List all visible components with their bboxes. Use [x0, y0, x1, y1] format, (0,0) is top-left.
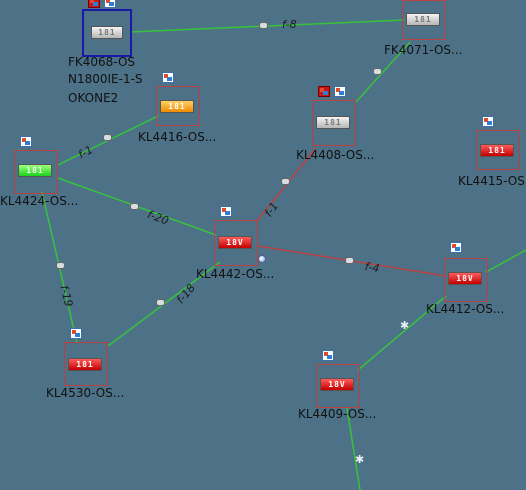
- node-label-kl4412: KL4412-OS...: [426, 302, 505, 316]
- node-label-kl4409: KL4409-OS...: [298, 407, 377, 421]
- node-label-kl4442: KL4442-OS...: [196, 267, 275, 281]
- node-frame: [476, 130, 520, 170]
- link-chip-kl4408-fk4071[interactable]: [373, 68, 382, 75]
- status-icon: [70, 328, 82, 339]
- alarm-icon: [88, 0, 100, 8]
- link-label-f8: f-8: [282, 18, 297, 31]
- node-label-kl4530: KL4530-OS...: [46, 386, 125, 400]
- node-label-kl4424: KL4424-OS...: [0, 194, 79, 208]
- device-icon: 181: [406, 13, 440, 26]
- link-kl4442-kl4408[interactable]: [255, 147, 317, 223]
- link-kl4409-down[interactable]: [346, 407, 361, 490]
- device-icon: 181: [18, 164, 52, 177]
- status-icon: [482, 116, 494, 127]
- link-chip-f8[interactable]: [259, 22, 268, 29]
- node-label-fk4068-1: FK4068-OS: [68, 55, 136, 69]
- status-icon: [322, 350, 334, 361]
- node-frame: [156, 86, 200, 126]
- status-icon: [334, 86, 346, 97]
- node-label-fk4068-3: OKONE2: [68, 91, 119, 105]
- node-label-fk4068-2: N1800IE-1-S: [68, 72, 143, 86]
- node-label-kl4415: KL4415-OS: [458, 174, 525, 188]
- status-icon: [20, 136, 32, 147]
- port-indicator-kl4442[interactable]: [258, 255, 266, 263]
- status-icon: [104, 0, 116, 8]
- device-icon: 181: [316, 116, 350, 129]
- node-frame: [14, 150, 58, 194]
- device-icon: 181: [480, 144, 514, 157]
- alarm-icon: [318, 86, 330, 97]
- link-chip-f19[interactable]: [56, 262, 65, 269]
- device-icon: 18V: [448, 272, 482, 285]
- node-frame: [312, 100, 356, 146]
- node-label-fk4071: FK4071-OS...: [384, 43, 463, 57]
- link-kl4412-edge[interactable]: [485, 249, 526, 273]
- status-icon: [162, 72, 174, 83]
- node-frame: [444, 258, 488, 302]
- node-frame: [214, 220, 258, 266]
- node-frame-selected: [82, 9, 132, 57]
- status-icon: [220, 206, 232, 217]
- device-icon: 18V: [218, 236, 252, 249]
- link-marker-star-1[interactable]: ✱: [400, 319, 410, 332]
- link-kl4412-kl4409[interactable]: [357, 295, 447, 371]
- node-label-kl4416: KL4416-OS...: [138, 130, 217, 144]
- node-frame: [402, 0, 446, 40]
- link-marker-star-2[interactable]: ✱: [355, 453, 365, 466]
- link-label-f4: f-4: [363, 260, 381, 276]
- device-icon: 18V: [320, 378, 354, 391]
- device-icon: 181: [160, 100, 194, 113]
- device-icon: 181: [91, 26, 123, 39]
- link-kl4408-fk4071[interactable]: [355, 41, 411, 103]
- device-icon: 181: [68, 358, 102, 371]
- link-chip-f1[interactable]: [103, 134, 112, 141]
- node-frame: [64, 342, 108, 386]
- link-chip-f1b[interactable]: [281, 178, 290, 185]
- link-chip-f4[interactable]: [345, 257, 354, 264]
- link-chip-f20[interactable]: [130, 203, 139, 210]
- node-frame: [316, 364, 360, 408]
- node-label-kl4408: KL4408-OS...: [296, 148, 375, 162]
- link-chip-f18[interactable]: [156, 299, 165, 306]
- status-icon: [450, 242, 462, 253]
